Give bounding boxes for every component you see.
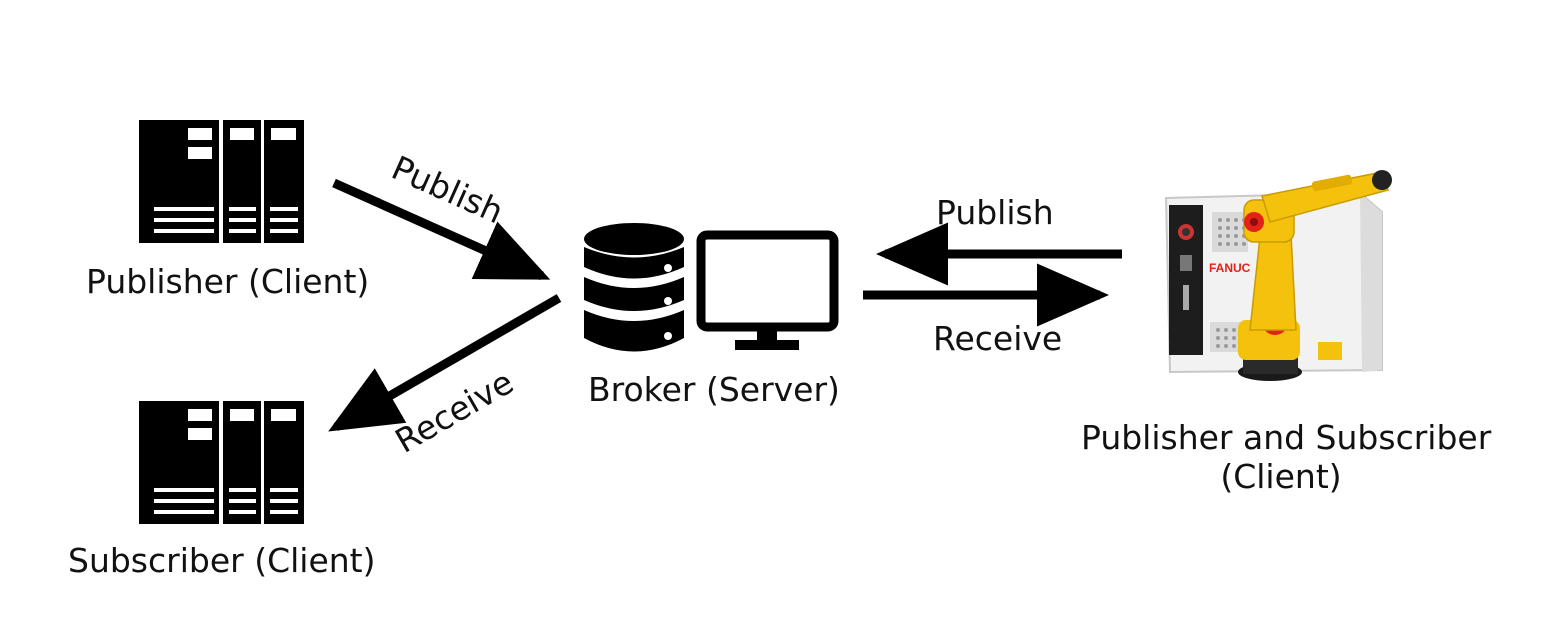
subscriber-file-cabinet-icon: [139, 401, 304, 524]
monitor-icon: [696, 230, 839, 350]
broker-label: Broker (Server): [588, 370, 840, 409]
publisher-file-cabinet-icon: [139, 120, 304, 243]
industrial-robot-icon: [1164, 170, 1392, 381]
arrow-broker-to-subscriber: [328, 294, 562, 432]
robot-label-line1: Publisher and Subscriber: [1081, 418, 1492, 457]
database-icon: [584, 223, 684, 352]
robot-brand-text: FANUC: [1209, 261, 1251, 275]
arrow-publisher-to-broker: [332, 178, 551, 281]
robot-label-line2: (Client): [1220, 457, 1342, 496]
publisher-label: Publisher (Client): [86, 262, 370, 301]
edge-label-receive-left: Receive: [389, 362, 520, 460]
edge-label-publish-right: Publish: [936, 193, 1054, 232]
edge-label-receive-right: Receive: [933, 319, 1063, 358]
subscriber-label: Subscriber (Client): [68, 541, 376, 580]
